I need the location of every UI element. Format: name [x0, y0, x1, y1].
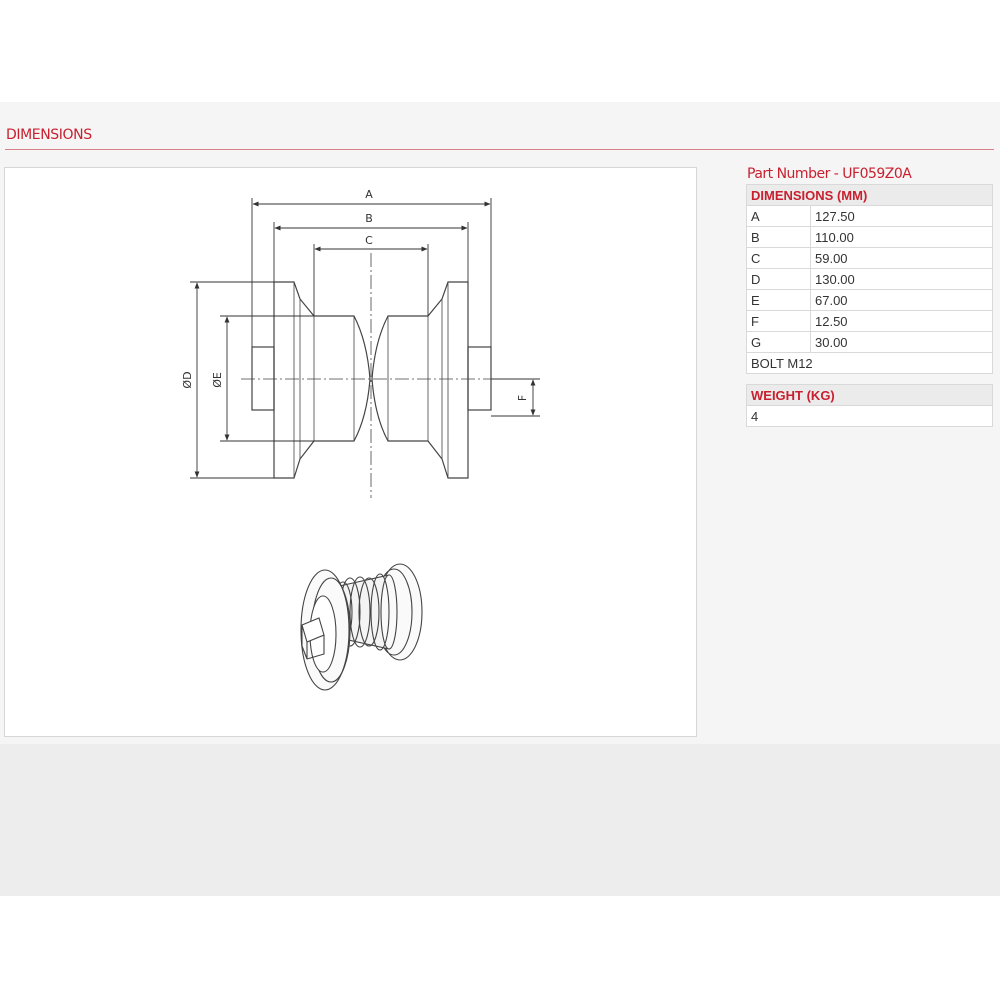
dimension-label-b: B	[365, 212, 373, 225]
dimension-key: C	[746, 247, 811, 269]
dimension-key: F	[746, 310, 811, 332]
dimension-value: 59.00	[810, 247, 993, 269]
dimension-key: A	[746, 205, 811, 227]
weight-table: WEIGHT (KG) 4	[746, 384, 993, 427]
dimension-label-c: C	[365, 234, 373, 247]
section-divider	[5, 149, 994, 150]
dimension-label-f: F	[516, 395, 529, 401]
roller-profile-view	[241, 253, 505, 498]
technical-drawing-panel: A B C ØD ØE F	[4, 167, 697, 737]
dimension-key: E	[746, 289, 811, 311]
table-row: A 127.50	[746, 205, 993, 227]
table-row: B 110.00	[746, 226, 993, 248]
dimension-lines	[190, 198, 540, 479]
weight-header: WEIGHT (KG)	[746, 384, 993, 406]
table-row: 4	[746, 405, 993, 427]
table-row: F 12.50	[746, 310, 993, 332]
dimension-key: D	[746, 268, 811, 290]
dimension-label-a: A	[365, 188, 373, 201]
roller-isometric-view	[300, 563, 423, 691]
bolt-spec: BOLT M12	[746, 352, 993, 374]
table-header-row: DIMENSIONS (MM)	[746, 184, 993, 206]
dimension-value: 110.00	[810, 226, 993, 248]
section-title: DIMENSIONS	[6, 127, 92, 143]
table-row: E 67.00	[746, 289, 993, 311]
dimension-value: 67.00	[810, 289, 993, 311]
dimension-value: 127.50	[810, 205, 993, 227]
dimension-key: G	[746, 331, 811, 353]
table-row: D 130.00	[746, 268, 993, 290]
table-row: C 59.00	[746, 247, 993, 269]
table-row: BOLT M12	[746, 352, 993, 374]
dimension-value: 12.50	[810, 310, 993, 332]
table-row: G 30.00	[746, 331, 993, 353]
dimension-label-e: ØE	[211, 372, 224, 388]
dimensions-table: DIMENSIONS (MM) A 127.50 B 110.00 C 59.0…	[746, 184, 993, 374]
dimension-label-d: ØD	[181, 371, 194, 388]
footer-band	[0, 744, 1000, 896]
dimension-value: 30.00	[810, 331, 993, 353]
dimensions-header: DIMENSIONS (MM)	[746, 184, 993, 206]
dimension-key: B	[746, 226, 811, 248]
roller-drawing: A B C ØD ØE F	[181, 188, 540, 691]
part-number: Part Number - UF059Z0A	[747, 166, 912, 182]
table-header-row: WEIGHT (KG)	[746, 384, 993, 406]
dimension-value: 130.00	[810, 268, 993, 290]
weight-value: 4	[746, 405, 993, 427]
